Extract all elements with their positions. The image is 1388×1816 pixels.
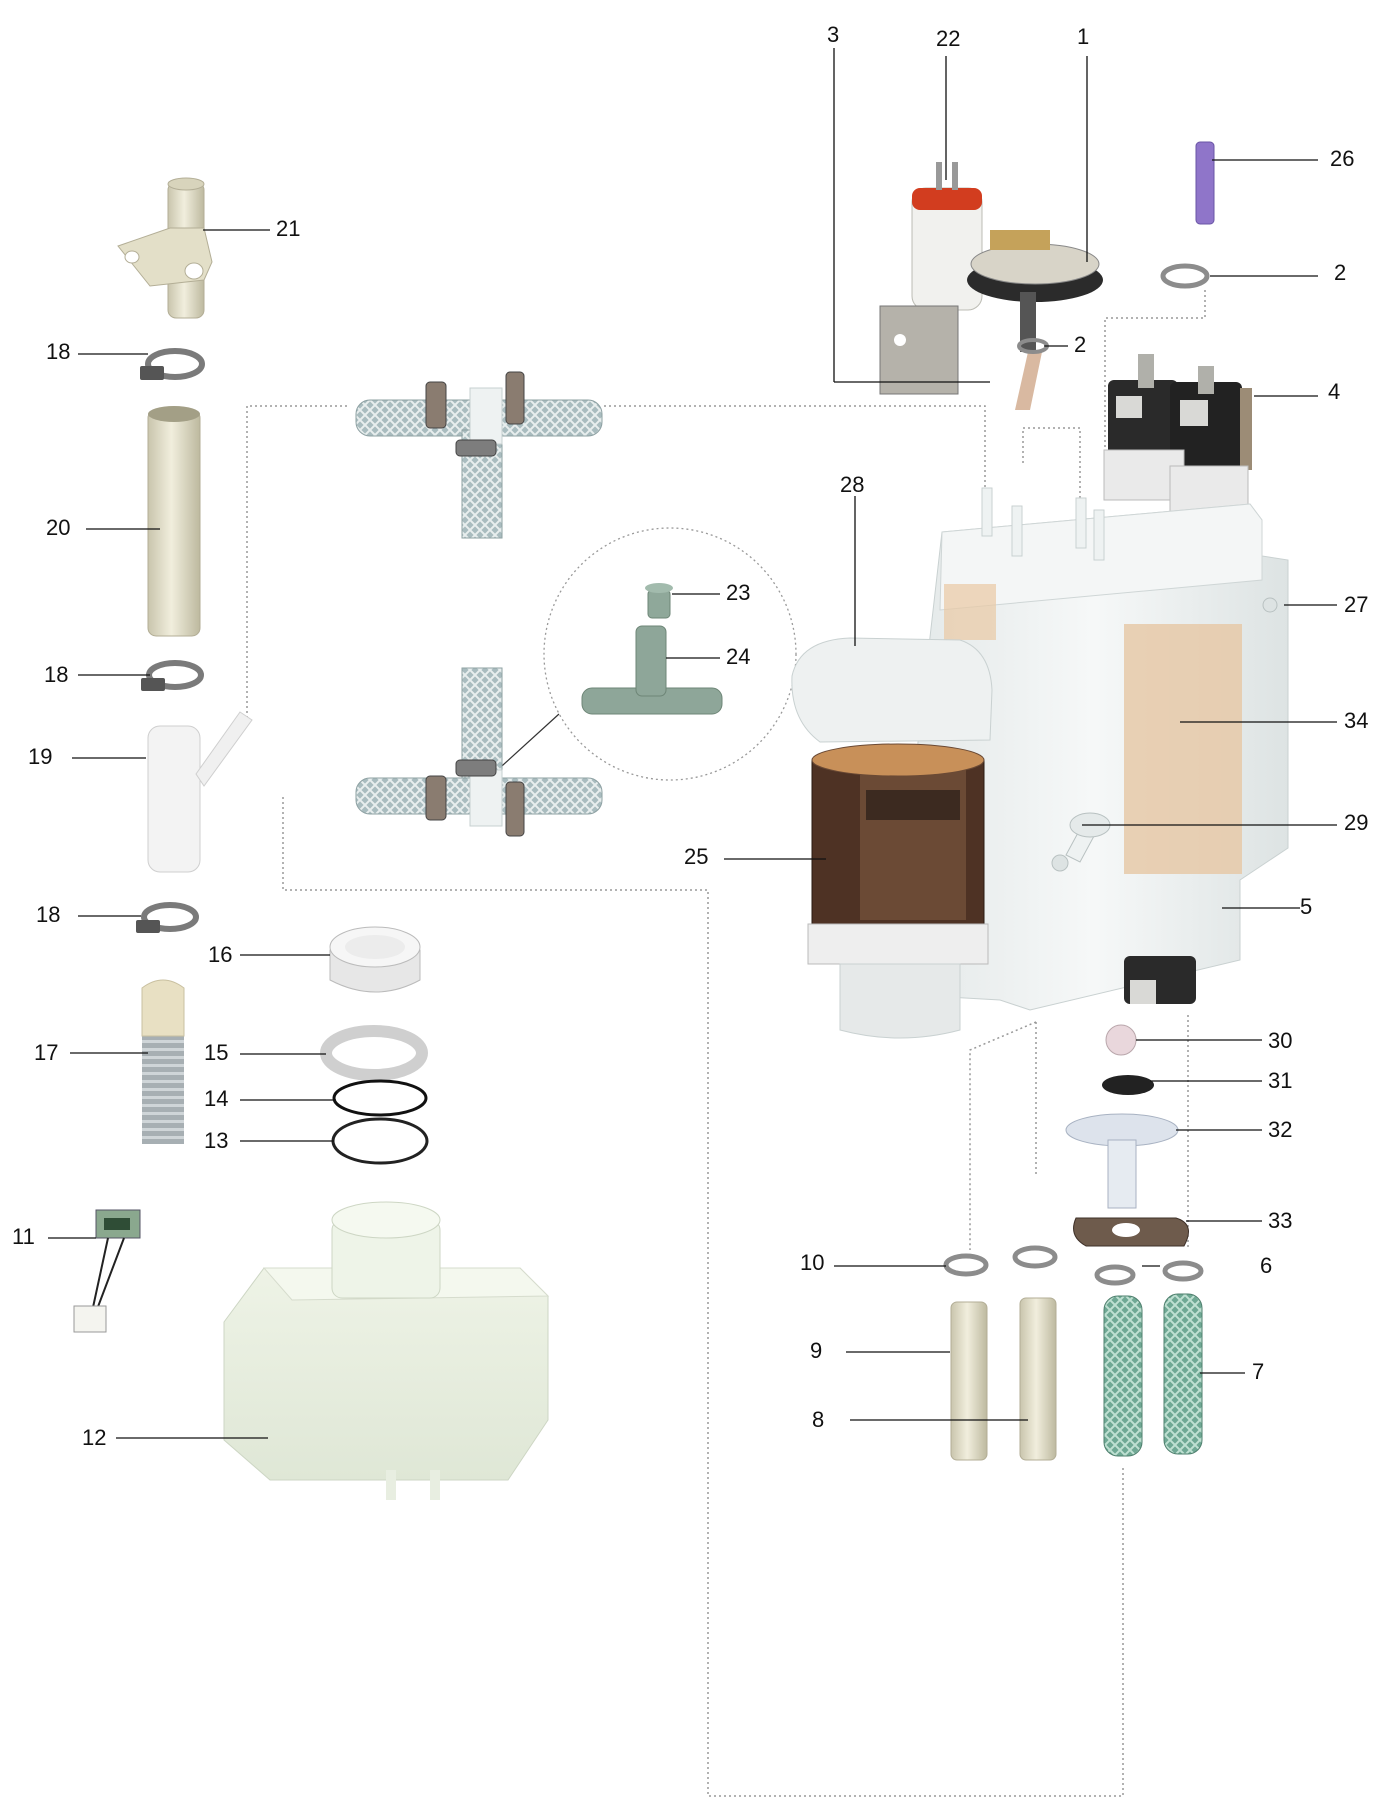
callout-30: 30 bbox=[1268, 1028, 1293, 1053]
callout-22: 22 bbox=[936, 26, 961, 51]
callout-5: 5 bbox=[1300, 894, 1313, 919]
part-7-braided-hose-right bbox=[1163, 1293, 1203, 1455]
callout-24: 24 bbox=[726, 644, 751, 669]
callout-6: 6 bbox=[1260, 1253, 1273, 1278]
part-10-clamps bbox=[943, 1245, 1058, 1277]
callout-28: 28 bbox=[840, 472, 865, 497]
part-18-hose-clamp-top bbox=[140, 348, 205, 380]
callout-9: 9 bbox=[810, 1338, 823, 1363]
callout-25: 25 bbox=[684, 844, 709, 869]
part-32-valve-seat bbox=[1065, 1113, 1179, 1209]
callout-33: 33 bbox=[1268, 1208, 1293, 1233]
callout-32: 32 bbox=[1268, 1117, 1293, 1142]
part-24-tee-connector bbox=[581, 625, 723, 715]
callout-13: 13 bbox=[204, 1128, 229, 1153]
callout-8: 8 bbox=[812, 1407, 825, 1432]
callout-11: 11 bbox=[12, 1224, 35, 1249]
callout-7: 7 bbox=[1252, 1359, 1265, 1384]
callout-19: 19 bbox=[28, 744, 53, 769]
callout-16: 16 bbox=[208, 942, 233, 967]
callout-21: 21 bbox=[276, 216, 301, 241]
callout-3: 3 bbox=[827, 22, 840, 47]
hose-tee-bottom bbox=[355, 667, 603, 837]
housing-seal-pad bbox=[944, 584, 996, 640]
callout-18-bottom: 18 bbox=[36, 902, 61, 927]
part-33-gasket-plate bbox=[1073, 1217, 1189, 1247]
hose-tee-top bbox=[355, 371, 603, 539]
callout-2-pressure-switch: 2 bbox=[1074, 332, 1087, 357]
part-15-ring-nut bbox=[320, 1025, 428, 1081]
part-4-solenoid-valves bbox=[1103, 354, 1252, 515]
part-17-corrugated-hose bbox=[141, 979, 185, 1144]
hose-routing-lines bbox=[246, 288, 1206, 1797]
callout-15: 15 bbox=[204, 1040, 229, 1065]
part-13-o-ring bbox=[331, 1117, 429, 1165]
callout-4: 4 bbox=[1328, 379, 1341, 404]
part-14-o-ring bbox=[332, 1079, 428, 1117]
part-25-motor bbox=[807, 743, 989, 1039]
part-34-label-pad bbox=[1124, 624, 1242, 874]
callout-18-middle: 18 bbox=[44, 662, 69, 687]
bottom-valve bbox=[1124, 956, 1196, 1004]
part-7-braided-hose-left bbox=[1103, 1295, 1143, 1457]
callout-1: 1 bbox=[1077, 24, 1090, 49]
callout-26: 26 bbox=[1330, 146, 1355, 171]
callout-10: 10 bbox=[800, 1250, 825, 1275]
part-18-hose-clamp-bottom bbox=[136, 902, 199, 933]
callout-34: 34 bbox=[1344, 708, 1369, 733]
part-9-tube bbox=[950, 1301, 988, 1461]
callout-12: 12 bbox=[82, 1425, 107, 1450]
part-8-tube bbox=[1019, 1297, 1057, 1461]
detail-pointer-line bbox=[491, 713, 560, 776]
callout-20: 20 bbox=[46, 515, 71, 540]
part-18-hose-clamp-middle bbox=[141, 660, 204, 691]
part-6-clamps bbox=[1094, 1260, 1204, 1286]
part-19-y-connector bbox=[147, 711, 253, 873]
callout-18-top: 18 bbox=[46, 339, 71, 364]
part-1-pressure-switch bbox=[879, 230, 1103, 410]
callout-14: 14 bbox=[204, 1086, 229, 1111]
part-31-rubber-seal bbox=[1102, 1075, 1154, 1095]
part-30-ball bbox=[1105, 1024, 1137, 1056]
callout-2-top-right: 2 bbox=[1334, 260, 1347, 285]
callout-23: 23 bbox=[726, 580, 751, 605]
part-20-tube bbox=[147, 406, 201, 637]
part-2-clamp-top bbox=[1160, 263, 1210, 289]
callout-27: 27 bbox=[1344, 592, 1369, 617]
callout-29: 29 bbox=[1344, 810, 1369, 835]
detail-magnifier-circle bbox=[543, 527, 797, 781]
part-11-reed-sensor bbox=[73, 1209, 141, 1333]
part-12-water-tank bbox=[223, 1201, 550, 1500]
leader-lines bbox=[48, 48, 1337, 1439]
part-21-tee-flange bbox=[117, 177, 213, 319]
callout-31: 31 bbox=[1268, 1068, 1293, 1093]
part-26-tube bbox=[1195, 141, 1215, 225]
part-16-cap bbox=[329, 926, 421, 993]
callout-17: 17 bbox=[34, 1040, 59, 1065]
part-28-motor-cover bbox=[791, 637, 993, 743]
part-23-plug bbox=[645, 583, 673, 619]
